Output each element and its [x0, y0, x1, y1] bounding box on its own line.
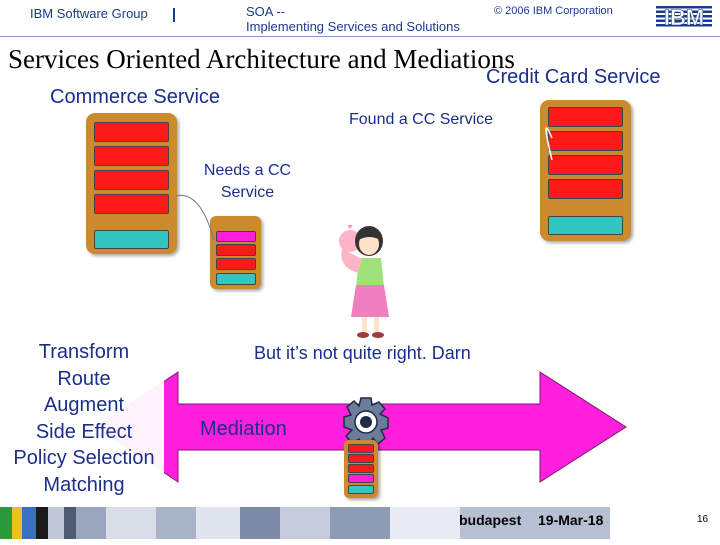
- credit-card-service-label: Credit Card Service: [486, 66, 661, 88]
- mediation-function-route: Route: [57, 367, 111, 390]
- footer-date: 19-Mar-18: [538, 512, 604, 528]
- header-course-line1: SOA --: [246, 4, 286, 19]
- mediation-stack: [344, 440, 378, 498]
- not-quite-right-label: But it’s not quite right. Darn: [254, 343, 471, 363]
- service-block-teal: [94, 230, 169, 249]
- mediation-function-transform: Transform: [38, 341, 130, 363]
- mediation-label: Mediation: [200, 418, 287, 440]
- service-block-magenta: [216, 231, 256, 242]
- needs-cc-line1: Needs a CC: [203, 162, 292, 179]
- svg-text:IBM: IBM: [664, 5, 704, 30]
- footer-image-strip: [0, 503, 720, 540]
- page-title: Services Oriented Architecture and Media…: [8, 44, 515, 74]
- header-course-line2: Implementing Services and Solutions: [246, 19, 460, 34]
- commerce-service-label: Commerce Service: [50, 86, 221, 108]
- service-block: [94, 146, 169, 166]
- service-block: [216, 258, 256, 270]
- mediation-function-matching: Matching: [43, 473, 125, 496]
- header-divider: [173, 8, 175, 22]
- service-block: [548, 179, 623, 199]
- girl-figure: [339, 225, 389, 338]
- needs-cc-line2: Service: [220, 184, 275, 201]
- header-rule: [0, 36, 720, 37]
- service-block: [216, 244, 256, 256]
- mediation-function-policy-selection: Policy Selection: [13, 447, 155, 469]
- needs-cc-label: Needs a CC Service: [180, 160, 315, 204]
- mediation-function-augment: Augment: [43, 394, 125, 416]
- girl-skirt: [351, 285, 389, 317]
- service-block: [348, 444, 374, 453]
- page-number: 16: [697, 514, 709, 525]
- service-block: [548, 131, 623, 151]
- commerce-service-stack: [86, 113, 177, 254]
- ibm-logo: IBM: [656, 4, 712, 35]
- service-block: [94, 122, 169, 142]
- requested-service-stack: [210, 216, 261, 289]
- service-block: [348, 454, 374, 463]
- mediation-function-side-effect: Side Effect: [35, 420, 133, 443]
- service-block-teal: [548, 216, 623, 235]
- service-block-magenta: [348, 474, 374, 483]
- service-block: [548, 107, 623, 127]
- service-block-teal: [216, 273, 256, 285]
- girl-shirt: [356, 258, 384, 287]
- footer-location: budapest: [459, 512, 522, 528]
- girl-face: [359, 233, 379, 255]
- baby-head: [339, 230, 361, 252]
- service-block: [348, 464, 374, 473]
- gear-icon: [343, 397, 389, 447]
- mediation-functions-list: Transform Route Augment Side Effect Poli…: [4, 339, 164, 498]
- service-block-teal: [348, 485, 374, 494]
- service-block: [548, 155, 623, 175]
- credit-card-service-stack: [540, 100, 631, 241]
- header-copyright: © 2006 IBM Corporation: [494, 5, 613, 17]
- service-block: [94, 194, 169, 214]
- found-cc-label: Found a CC Service: [349, 111, 494, 128]
- service-block: [94, 170, 169, 190]
- header-group: IBM Software Group: [30, 6, 148, 21]
